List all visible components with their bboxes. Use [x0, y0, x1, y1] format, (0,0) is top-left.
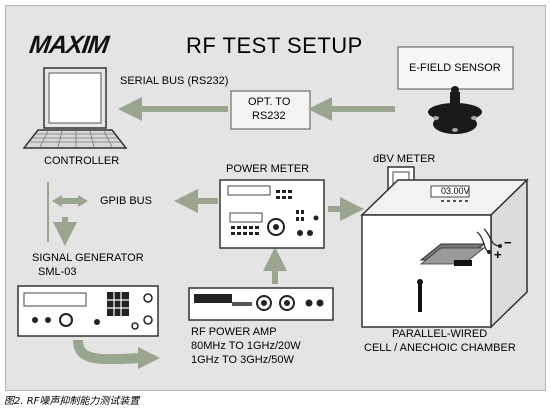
meter-readout: 03.00V	[441, 186, 470, 196]
cell-label-line1: PARALLEL-WIRED	[392, 328, 488, 340]
e-field-sensor-box	[397, 46, 514, 90]
signal-generator-label-line2: SML-03	[38, 266, 77, 278]
rf-power-amp-label-line1: RF POWER AMP	[191, 326, 277, 338]
rf-power-amp-label-line3: 1GHz TO 3GHz/50W	[191, 354, 294, 366]
signal-generator-label-line1: SIGNAL GENERATOR	[32, 252, 144, 264]
power-meter-device	[219, 179, 325, 249]
minus-terminal-label: −	[504, 235, 512, 250]
maxim-logo: MAXIM	[28, 31, 112, 59]
rf-power-amp-label-line2: 80MHz TO 1GHz/20W	[191, 340, 301, 352]
controller-icon	[22, 67, 128, 149]
gpib-bus-double-arrow	[52, 195, 88, 207]
page-title: RF TEST SETUP	[186, 33, 363, 58]
logo-text: MAXIM	[28, 31, 112, 59]
parallel-wired-cell	[360, 178, 529, 329]
figure-caption: 图2. RF噪声抑制能力测试装置	[4, 396, 140, 407]
signal-arrows	[53, 97, 395, 284]
controller-label: CONTROLLER	[44, 155, 120, 167]
opt-to-rs232-label-line1: OPT. TO	[248, 96, 291, 108]
dbv-meter-label: dBV METER	[373, 153, 436, 165]
serial-bus-label: SERIAL BUS (RS232)	[120, 75, 229, 87]
gpib-bus-label: GPIB BUS	[100, 195, 152, 207]
rf-power-amp-device	[188, 287, 334, 321]
e-field-sensor-label: E-FIELD SENSOR	[409, 62, 501, 74]
opt-to-rs232-label-line2: RS232	[252, 110, 286, 122]
plus-terminal-label: +	[494, 247, 502, 262]
signal-generator-device	[17, 285, 159, 337]
arrow-signal-generator-to-amp	[73, 339, 160, 369]
e-field-sensor-probe-icon	[428, 86, 482, 134]
cell-label-line2: CELL / ANECHOIC CHAMBER	[364, 342, 516, 354]
power-meter-label: POWER METER	[226, 163, 310, 175]
